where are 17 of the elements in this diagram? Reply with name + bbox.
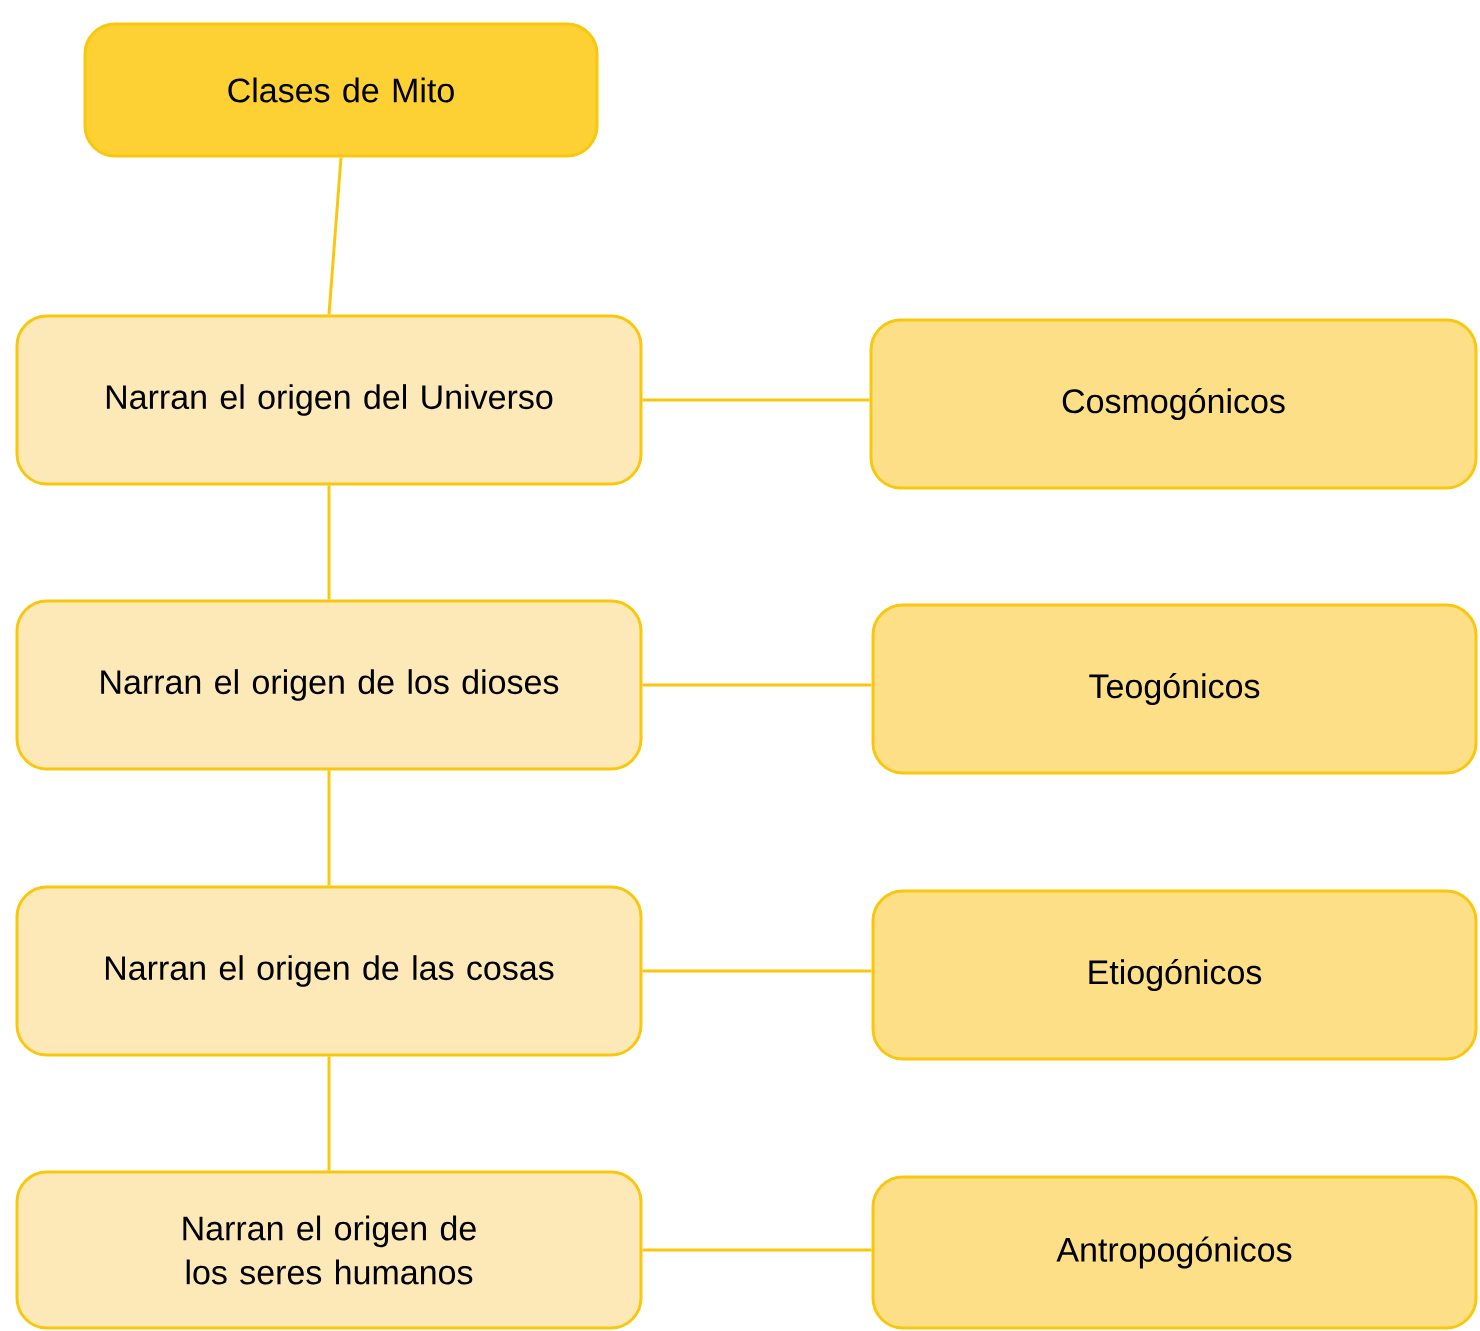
title-box: Clases de Mito bbox=[83, 22, 599, 158]
description-box: Narran el origen del Universo bbox=[15, 314, 643, 486]
connector-line bbox=[642, 969, 872, 973]
connector-line bbox=[327, 485, 331, 600]
category-box: Antropogónicos bbox=[871, 1175, 1478, 1330]
category-box: Teogónicos bbox=[871, 603, 1478, 775]
connector-line bbox=[642, 1248, 872, 1252]
connector-line bbox=[642, 683, 872, 687]
connector-line bbox=[642, 398, 870, 402]
connector-line bbox=[327, 770, 331, 886]
category-box: Cosmogónicos bbox=[869, 318, 1478, 490]
description-box: Narran el origen de los seres humanos bbox=[15, 1170, 643, 1330]
category-box: Etiogónicos bbox=[871, 889, 1478, 1061]
connector-line bbox=[327, 157, 343, 315]
description-box: Narran el origen de los dioses bbox=[15, 599, 643, 771]
description-box: Narran el origen de las cosas bbox=[15, 885, 643, 1057]
connector-line bbox=[327, 1056, 331, 1171]
